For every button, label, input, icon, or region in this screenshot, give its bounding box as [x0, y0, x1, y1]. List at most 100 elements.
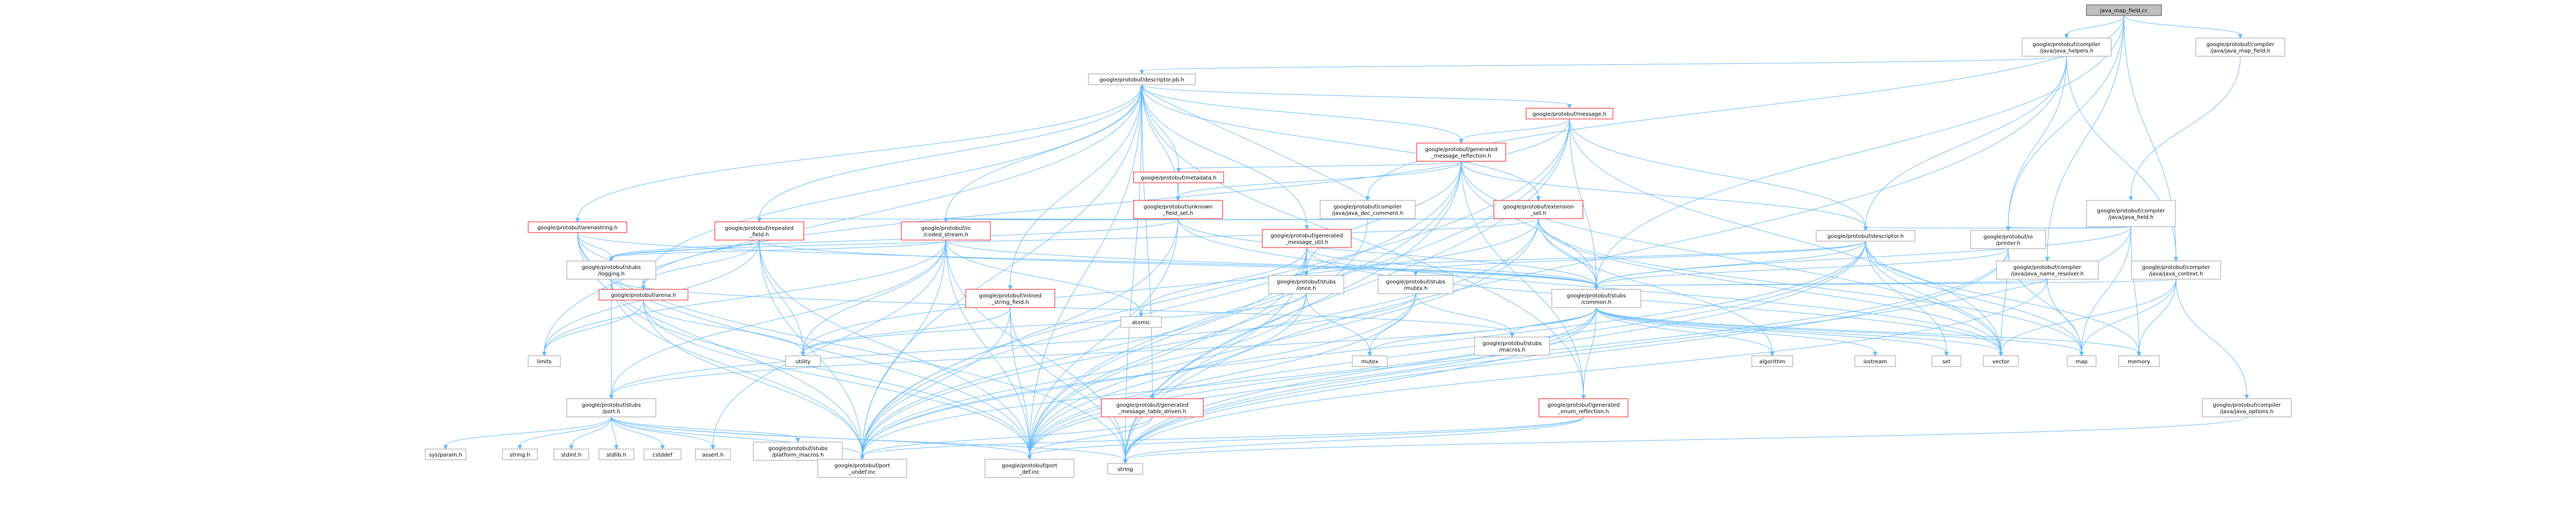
- node-label: google/protobuf/stubs: [582, 265, 641, 271]
- node-atomic[interactable]: atomic: [1120, 316, 1162, 328]
- node-stubs-logging[interactable]: google/protobuf/stubs/logging.h: [566, 260, 656, 280]
- edge-stubs_common-to-generated_enum_reflection: [1581, 307, 1597, 400]
- node-stdint[interactable]: stdint.h: [553, 449, 589, 460]
- node-port-undef[interactable]: google/protobuf/port_undef.inc: [817, 459, 907, 478]
- node-printer[interactable]: google/protobuf/io/printer.h: [1970, 230, 2046, 249]
- node-java-field[interactable]: google/protobuf/compiler/java/java_field…: [2086, 200, 2176, 227]
- edge-repeated_field-to-stubs_logging: [609, 240, 760, 262]
- node-platform-macros[interactable]: google/protobuf/stubs/platform_macros.h: [753, 442, 843, 461]
- node-label: utility: [795, 359, 811, 365]
- node-descriptor-h[interactable]: google/protobuf/descriptor.h: [1816, 230, 1915, 242]
- node-extension-set[interactable]: google/protobuf/extension_set.h: [1493, 200, 1583, 219]
- node-label: google/protobuf/stubs: [1277, 279, 1336, 285]
- edge-descriptor_pb-to-unknown_field_set: [1142, 84, 1181, 201]
- node-cstddef[interactable]: cstddef: [643, 449, 682, 460]
- node-label: google/protobuf/message.h: [1533, 111, 1607, 117]
- node-label: /mutex.h: [1404, 286, 1428, 292]
- node-label: atomic: [1132, 320, 1150, 326]
- node-label: google/protobuf/stubs: [1567, 293, 1626, 299]
- node-generated-enum-reflection[interactable]: google/protobuf/generated_enum_reflectio…: [1538, 398, 1628, 417]
- node-sysparam[interactable]: sys/param.h: [425, 449, 467, 460]
- edge-extension_set-to-algorithm: [1538, 218, 1775, 357]
- edge-stubs_common-to-algorithm: [1596, 307, 1775, 357]
- node-label: google/protobuf/extension: [1503, 204, 1574, 210]
- edge-repeated_field-to-port_undef: [759, 240, 865, 460]
- node-stubs-port[interactable]: google/protobuf/stubs/port.h: [566, 398, 656, 417]
- node-iostream[interactable]: iostream: [1854, 355, 1896, 367]
- node-set[interactable]: set: [1931, 355, 1961, 367]
- edge-stubs_common-to-memory: [1596, 307, 2142, 357]
- node-descriptor-pb[interactable]: google/protobuf/descriptor.pb.h: [1088, 73, 1196, 85]
- edge-java_field-to-memory: [2130, 226, 2142, 357]
- node-algorithm[interactable]: algorithm: [1751, 355, 1793, 367]
- node-stubs-mutex[interactable]: google/protobuf/stubs/mutex.h: [1378, 275, 1454, 294]
- node-java-doc-comment[interactable]: google/protobuf/compiler/java/java_doc_c…: [1320, 200, 1416, 219]
- node-java-name-resolver[interactable]: google/protobuf/compiler/java/java_name_…: [1996, 260, 2099, 280]
- node-label: /once.h: [1297, 286, 1316, 292]
- node-port-def[interactable]: google/protobuf/port_def.inc: [984, 459, 1075, 478]
- edge-message-to-vector: [1569, 118, 2003, 357]
- edge-root-to-java_doc_comment: [1365, 15, 2125, 201]
- node-string-h[interactable]: string.h: [502, 449, 538, 460]
- node-metadata[interactable]: google/protobuf/metadata.h: [1133, 171, 1224, 183]
- node-assert[interactable]: assert.h: [695, 449, 731, 460]
- node-generated-message-util[interactable]: google/protobuf/generated_message_util.h: [1262, 229, 1352, 248]
- node-label: algorithm: [1759, 359, 1785, 365]
- node-stubs-once[interactable]: google/protobuf/stubs/once.h: [1268, 275, 1344, 294]
- edge-descriptor_pb-to-metadata: [1142, 84, 1181, 173]
- edge-extension_set-to-stubs_common: [1538, 218, 1599, 290]
- node-java-context[interactable]: google/protobuf/compiler/java/java_conte…: [2131, 260, 2221, 280]
- node-label: /platform_macros.h: [772, 452, 824, 458]
- node-label: google/protobuf/stubs: [768, 446, 827, 452]
- node-generated-message-reflection[interactable]: google/protobuf/generated_message_reflec…: [1416, 143, 1506, 162]
- node-root[interactable]: java_map_field.cc: [2086, 4, 2162, 16]
- edge-stubs_common-to-port_undef: [860, 307, 1597, 460]
- node-mutex[interactable]: mutex: [1352, 355, 1388, 367]
- node-label: google/protobuf/arenastring.h: [537, 225, 618, 231]
- node-generated-message-table-driven[interactable]: google/protobuf/generated_message_table_…: [1101, 398, 1204, 417]
- edge-metadata-to-unknown_field_set: [1175, 182, 1181, 201]
- edge-java_doc_comment-to-descriptor_pb: [1139, 84, 1368, 201]
- node-java-helpers[interactable]: google/protobuf/compiler/java/java_helpe…: [2022, 38, 2112, 57]
- edge-stubs_port-to-sysparam: [443, 416, 612, 450]
- node-stdlib[interactable]: stdlib.h: [598, 449, 634, 460]
- node-unknown-field-set[interactable]: google/protobuf/unknown_field_set.h: [1133, 200, 1223, 219]
- edge-descriptor_pb-to-coded_stream: [943, 84, 1142, 223]
- node-label: memory: [2128, 359, 2150, 365]
- node-label: sys/param.h: [429, 452, 462, 458]
- edge-unknown_field_set-to-port_undef: [860, 218, 1179, 460]
- edge-descriptor_pb-to-message: [1142, 84, 1572, 109]
- node-java-map-field-h[interactable]: google/protobuf/compiler/java/java_map_f…: [2195, 38, 2285, 57]
- node-coded-stream[interactable]: google/protobuf/io/coded_stream.h: [901, 221, 991, 241]
- node-label: google/protobuf/compiler: [1334, 204, 1402, 210]
- node-label: limits: [537, 359, 551, 365]
- node-java-options[interactable]: google/protobuf/compiler/java/java_optio…: [2202, 398, 2292, 417]
- node-label: java_map_field.cc: [2100, 8, 2148, 14]
- node-repeated-field[interactable]: google/protobuf/repeated_field.h: [714, 221, 804, 241]
- node-arena[interactable]: google/protobuf/arena.h: [598, 289, 689, 301]
- edge-descriptor_pb-to-arena: [641, 84, 1142, 290]
- edge-generated_message_util-to-port_def: [1027, 247, 1307, 460]
- node-memory[interactable]: memory: [2118, 355, 2160, 367]
- node-stubs-macros[interactable]: google/protobuf/stubs/macros.h: [1474, 337, 1550, 356]
- node-limits[interactable]: limits: [528, 355, 561, 367]
- node-utility[interactable]: utility: [785, 355, 821, 367]
- node-arenastring[interactable]: google/protobuf/arenastring.h: [528, 221, 627, 233]
- edge-generated_message_table_driven-to-port_undef: [860, 416, 1153, 460]
- node-map[interactable]: map: [2067, 355, 2097, 367]
- node-vector[interactable]: vector: [1983, 355, 2019, 367]
- edge-generated_enum_reflection-to-port_def: [1027, 416, 1584, 460]
- node-message[interactable]: google/protobuf/message.h: [1526, 108, 1613, 119]
- node-inlined-string-field[interactable]: google/protobuf/inlined_string_field.h: [965, 289, 1055, 308]
- node-label: /java/java_field.h: [2108, 215, 2154, 221]
- node-label: _undef.inc: [848, 469, 876, 475]
- node-stubs-common[interactable]: google/protobuf/stubs/common.h: [1551, 289, 1641, 308]
- edge-descriptor_pb-to-extension_set: [1142, 84, 1541, 201]
- edge-descriptor_h-to-stubs_once: [1304, 241, 1866, 277]
- edge-root-to-java_map_field_h: [2123, 15, 2243, 39]
- node-string[interactable]: string: [1107, 463, 1143, 475]
- node-label: cstddef: [653, 452, 672, 458]
- node-label: _field.h: [749, 232, 769, 238]
- edge-stubs_common-to-mutex: [1367, 307, 1597, 357]
